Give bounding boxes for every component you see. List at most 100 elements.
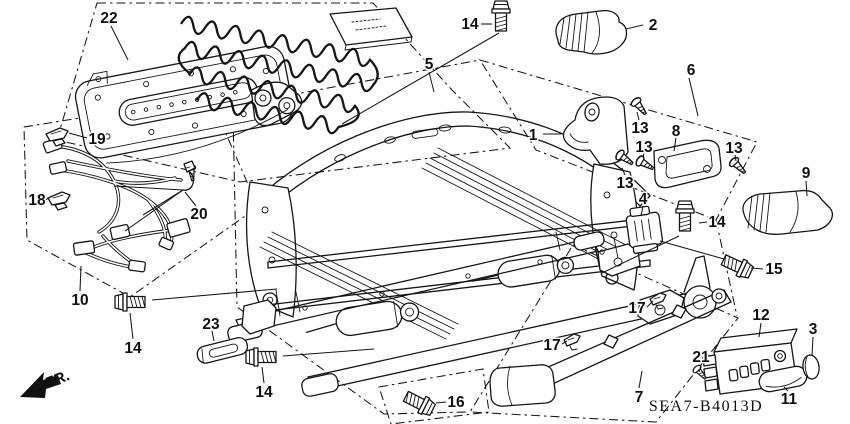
seat-heater-element bbox=[177, 15, 379, 135]
leader-line-10 bbox=[79, 265, 82, 292]
part-23-handle bbox=[196, 337, 249, 364]
callout-16: 16 bbox=[447, 394, 465, 411]
part-9-recline-cover-inner bbox=[742, 189, 833, 235]
leader-line-6 bbox=[688, 77, 699, 117]
pan-rivet-dots bbox=[131, 89, 238, 115]
leader-line-20 bbox=[184, 191, 197, 207]
box-bolt-16 bbox=[378, 368, 490, 424]
warning-label bbox=[329, 7, 413, 51]
callout-3: 3 bbox=[809, 321, 818, 338]
callout-7: 7 bbox=[635, 389, 644, 406]
leader-line-19 bbox=[68, 132, 88, 139]
leader-line-14 bbox=[698, 221, 708, 224]
pointer-lines bbox=[151, 32, 725, 357]
leader-line-5 bbox=[428, 71, 435, 93]
leader-line-15 bbox=[750, 267, 764, 270]
callout-14: 14 bbox=[461, 16, 479, 33]
callout-11: 11 bbox=[781, 391, 798, 408]
rail-cover-end-pad bbox=[489, 364, 556, 407]
part-14-bolt-bottom bbox=[245, 347, 277, 367]
seat-pan bbox=[74, 45, 303, 164]
leader-line-8 bbox=[673, 137, 677, 152]
box-connector-line bbox=[715, 219, 738, 317]
callout-14: 14 bbox=[124, 340, 142, 357]
callout-15: 15 bbox=[765, 261, 783, 278]
callout-20: 20 bbox=[190, 206, 207, 223]
callout-13: 13 bbox=[631, 120, 649, 137]
part-14-bolt-left bbox=[114, 292, 146, 312]
part-22-seat-pan-assembly bbox=[74, 7, 413, 182]
part-2-recline-cover-outer bbox=[555, 10, 628, 55]
slide-motor-front bbox=[305, 300, 420, 337]
callout-13: 13 bbox=[616, 175, 634, 192]
callout-2: 2 bbox=[649, 17, 658, 34]
leader-line-21 bbox=[698, 364, 702, 373]
part-13-screw-b bbox=[633, 153, 657, 174]
part-7-rail-cover bbox=[489, 288, 732, 407]
leader-line-14 bbox=[129, 312, 134, 340]
callout-4: 4 bbox=[639, 191, 648, 208]
leader-line-12 bbox=[758, 322, 762, 338]
callout-14: 14 bbox=[255, 384, 273, 401]
leaf-springs bbox=[259, 147, 629, 340]
callout-13: 13 bbox=[725, 140, 743, 157]
leader-line-17 bbox=[561, 340, 568, 345]
part-14-bolt-right bbox=[675, 200, 695, 232]
callout-14: 14 bbox=[708, 214, 726, 231]
part-13-screw-c bbox=[727, 155, 750, 178]
slide-motor-rear bbox=[472, 254, 575, 288]
callout-6: 6 bbox=[687, 62, 696, 79]
part-14-bolt-top bbox=[491, 0, 511, 32]
part-5-seat-frame-assembly bbox=[227, 111, 717, 397]
leader-line-3 bbox=[811, 336, 814, 357]
leader-line-23 bbox=[211, 330, 215, 342]
part-4-connector bbox=[625, 205, 664, 254]
fr-direction: FR. bbox=[20, 367, 72, 398]
part-18-clip bbox=[47, 191, 71, 211]
leader-line-7 bbox=[638, 370, 643, 389]
callout-23: 23 bbox=[202, 316, 220, 333]
callout-19: 19 bbox=[88, 131, 106, 148]
part-10-wire-harness-assembly bbox=[42, 127, 196, 273]
leader-line-11 bbox=[783, 386, 789, 392]
leader-line-2 bbox=[625, 24, 644, 30]
leader-line-4 bbox=[640, 205, 644, 217]
part-15-bolt bbox=[719, 251, 756, 282]
slide-rail-inner bbox=[227, 231, 605, 344]
part-1-center-cover bbox=[562, 96, 629, 165]
leader-line-22 bbox=[110, 25, 129, 61]
callout-1: 1 bbox=[529, 127, 538, 144]
callout-17: 17 bbox=[628, 300, 645, 317]
callout-10: 10 bbox=[71, 292, 88, 309]
frame-brackets bbox=[241, 231, 685, 335]
left-recliner-plate bbox=[245, 181, 297, 318]
callout-21: 21 bbox=[692, 349, 710, 366]
callout-17: 17 bbox=[543, 337, 560, 354]
part-13-screw-a bbox=[629, 95, 651, 118]
fr-label: FR. bbox=[43, 367, 72, 392]
callout-13: 13 bbox=[635, 139, 653, 156]
part-3-cap bbox=[802, 354, 820, 380]
part-17-clip-b bbox=[563, 333, 581, 351]
leader-line-13 bbox=[636, 111, 640, 121]
callout-5: 5 bbox=[425, 56, 434, 73]
leader-line-13 bbox=[621, 167, 626, 176]
fr-arrow-icon bbox=[20, 372, 61, 398]
diagram-code: SEA7-B4013D bbox=[649, 398, 763, 415]
callout-8: 8 bbox=[672, 123, 681, 140]
leader-line-16 bbox=[435, 401, 447, 404]
leader-line-20 bbox=[124, 189, 184, 232]
leader-line-14 bbox=[261, 366, 265, 384]
box-seat-pan-assembly bbox=[56, 2, 512, 183]
part-8-bracket bbox=[653, 139, 722, 189]
leader-line-18 bbox=[45, 197, 49, 201]
leader-line-20 bbox=[113, 185, 184, 191]
leader-line-9 bbox=[805, 180, 808, 197]
pan-left-tab bbox=[86, 70, 108, 86]
slide-rail-outer bbox=[301, 255, 717, 397]
cross-tubes bbox=[257, 218, 651, 313]
covers-and-small-parts bbox=[196, 10, 833, 407]
callout-18: 18 bbox=[28, 192, 46, 209]
